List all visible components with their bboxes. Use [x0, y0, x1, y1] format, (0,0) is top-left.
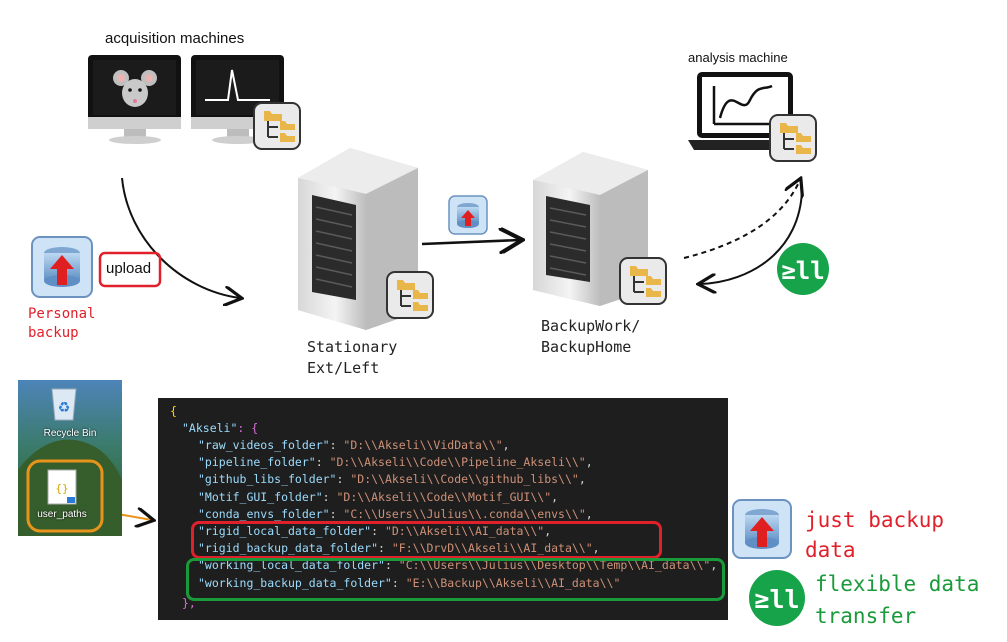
code-line: "github_libs_folder": "D:\\Akseli\\Code\… [198, 472, 586, 487]
flexible-transfer-icon: ≥ll [777, 243, 829, 295]
json-key: "github_libs_folder" [198, 472, 337, 487]
arrow-analysis-to-backup [700, 189, 803, 284]
database-backup-icon [448, 195, 488, 235]
folder-tree-icon [619, 257, 667, 305]
json-value: "E:\\Backup\\Akseli\\AI_data\\" [405, 575, 621, 590]
json-key: "raw_videos_folder" [198, 438, 330, 452]
svg-text:≥ll: ≥ll [754, 585, 799, 614]
json-value: "C:\\Users\\Julius\\.conda\\envs\\" [343, 506, 586, 521]
json-value: "D:\\Akseli\\AI_data\\" [384, 524, 545, 538]
code-line: "Motif_GUI_folder": "D:\\Akseli\\Code\\M… [198, 489, 559, 504]
json-file-icon: {} [47, 469, 77, 505]
json-key: "Motif_GUI_folder" [198, 489, 323, 504]
folder-tree-icon [769, 114, 817, 162]
profile-key: "Akseli" [182, 421, 238, 435]
acquisition-label: acquisition machines [105, 30, 245, 47]
flexible-transfer-icon: ≥ll [749, 570, 805, 626]
rigid-folders-highlight [191, 521, 662, 559]
json-value: "C:\\Users\\Julius\\Desktop\\Temp\\AI_da… [398, 558, 711, 573]
json-key: "working_local_data_folder" [198, 558, 385, 573]
stationary-label: Stationary Ext/Left [307, 338, 398, 377]
code-line: "rigid_local_data_folder": "D:\\Akseli\\… [198, 524, 552, 538]
recycle-bin-icon: ♻ [51, 388, 77, 421]
monitor-mouse-icon [88, 55, 181, 144]
database-backup-icon [31, 236, 93, 298]
json-key: "rigid_local_data_folder" [198, 524, 372, 538]
folder-tree-icon [386, 271, 434, 319]
json-comma: , [585, 506, 593, 521]
json-key: "conda_envs_folder" [198, 506, 330, 521]
json-value: "D:\\Akseli\\Code\\Pipeline_Akseli\\" [329, 455, 586, 470]
svg-text:{}: {} [55, 482, 68, 495]
code-line: "pipeline_folder": "D:\\Akseli\\Code\\Pi… [198, 455, 593, 470]
just-backup-label: just backup data [805, 508, 945, 562]
code-line: "working_local_data_folder": "C:\\Users\… [198, 558, 718, 573]
user-paths-highlight [26, 459, 104, 533]
svg-text:♻: ♻ [58, 400, 71, 416]
json-value: "D:\\Akseli\\Code\\Motif_GUI\\" [336, 489, 552, 504]
code-line: "working_backup_data_folder": "E:\\Backu… [198, 575, 621, 590]
code-line: "rigid_backup_data_folder": "F:\\DrvD\\A… [198, 541, 600, 556]
flexible-transfer-label: flexible data transfer [815, 572, 980, 628]
json-value: "D:\\Akseli\\VidData\\" [343, 438, 503, 452]
recycle-bin-label: Recycle Bin [43, 428, 97, 439]
analysis-label: analysis machine [688, 50, 788, 65]
code-line: "conda_envs_folder": "C:\\Users\\Julius\… [198, 506, 593, 521]
json-comma: , [592, 541, 600, 556]
folder-tree-icon [253, 102, 301, 150]
working-folders-highlight [186, 558, 725, 601]
json-comma: , [544, 524, 552, 538]
json-comma: , [551, 489, 559, 504]
backupwork-label: BackupWork/ BackupHome [541, 317, 641, 356]
svg-text:≥ll: ≥ll [781, 257, 824, 285]
upload-box [98, 251, 162, 288]
json-key: "rigid_backup_data_folder" [198, 541, 379, 556]
arrow-backup-to-analysis-dashed [683, 180, 800, 259]
json-key: "pipeline_folder" [198, 455, 316, 470]
upload-label: upload [106, 260, 152, 277]
json-value: "F:\\DrvD\\Akseli\\AI_data\\" [391, 541, 593, 556]
code-editor: { "Akseli": { "raw_videos_folder": "D:\\… [158, 398, 728, 620]
arrow-stationary-to-backup [421, 240, 520, 244]
json-value: "D:\\Akseli\\Code\\github_libs\\" [350, 472, 579, 487]
personal-backup-label: Personal backup [28, 306, 96, 341]
json-comma: , [585, 455, 593, 470]
code-line: "raw_videos_folder": "D:\\Akseli\\VidDat… [198, 438, 510, 452]
database-backup-icon [732, 499, 792, 559]
json-comma: , [710, 558, 718, 573]
user-paths-label: user_paths [37, 509, 87, 520]
json-key: "working_backup_data_folder" [198, 575, 392, 590]
profile-open: : { [237, 421, 259, 435]
json-comma: , [502, 438, 510, 452]
open-brace: { [170, 404, 177, 418]
json-comma: , [578, 472, 586, 487]
arrow-acq-to-stationary [121, 177, 240, 298]
